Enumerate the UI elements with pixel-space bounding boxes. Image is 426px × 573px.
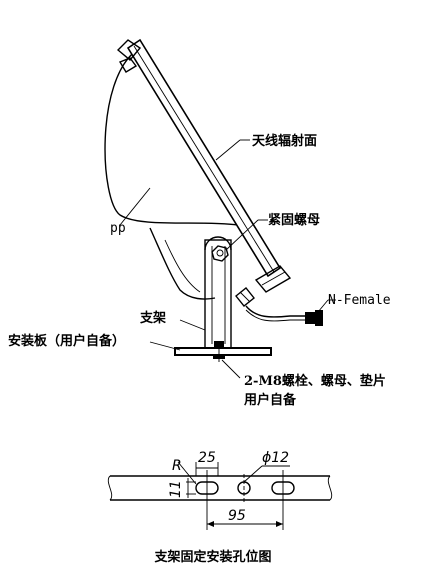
label-lock-nut: 紧固螺母: [268, 212, 320, 228]
label-mounting-plate: 安装板（用户自备）: [8, 333, 125, 349]
rf-cable: [245, 305, 305, 318]
bracket-assembly: [149, 219, 336, 379]
label-pp: pp: [110, 221, 126, 236]
dim-25: 25: [198, 450, 216, 466]
label-bolts-user: 用户自备: [243, 392, 297, 408]
label-n-female: N-Female: [328, 293, 391, 308]
mounting-plate: [174, 347, 272, 356]
antenna-panel: [126, 38, 282, 278]
antenna-side-view: [104, 38, 292, 300]
lock-nut: [211, 245, 229, 262]
diagram-caption: 支架固定安装孔位图: [153, 549, 271, 565]
radome-dome: [104, 49, 239, 226]
hole-layout-drawing: [107, 461, 333, 530]
label-bracket: 支架: [139, 310, 166, 326]
dim-11: 11: [168, 480, 184, 498]
n-female-connector: [305, 312, 315, 324]
label-antenna-surface: 天线辐射面: [252, 133, 317, 149]
dim-phi12: ϕ12: [262, 450, 289, 466]
label-bolts: 2-M8螺栓、螺母、垫片: [244, 373, 386, 389]
dim-95: 95: [228, 508, 246, 524]
dim-r: R: [172, 458, 182, 474]
